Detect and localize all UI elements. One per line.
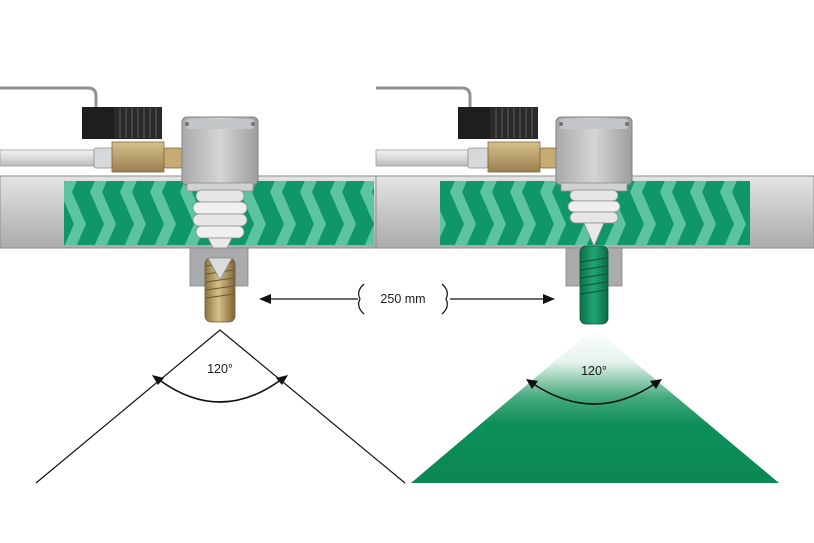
distance-label: 250 mm bbox=[380, 292, 425, 306]
left-fitting bbox=[93, 147, 115, 169]
right-fitting bbox=[467, 147, 489, 169]
left-valve-body bbox=[111, 141, 165, 173]
right-nozzle-stem bbox=[567, 189, 621, 248]
left-spray-cone bbox=[35, 329, 406, 484]
left-angle-label: 120° bbox=[207, 362, 233, 376]
right-cable bbox=[376, 86, 472, 112]
right-valve-body bbox=[487, 141, 541, 173]
left-nozzle-tip bbox=[204, 257, 236, 323]
left-cable bbox=[0, 86, 98, 112]
right-solenoid-coil bbox=[458, 107, 538, 139]
left-assembly: 120° bbox=[0, 86, 406, 484]
left-supply-tube bbox=[0, 149, 101, 167]
right-supply-tube bbox=[375, 149, 473, 167]
left-angle-arc bbox=[157, 378, 283, 403]
right-nozzle-tip bbox=[579, 245, 609, 325]
left-solenoid-coil bbox=[82, 107, 162, 139]
distance-dimension: 250 mm bbox=[259, 283, 555, 315]
right-assembly: 120° bbox=[375, 86, 814, 483]
right-spray-cone bbox=[411, 328, 779, 483]
right-angle-arc bbox=[531, 382, 657, 405]
left-nozzle-stem bbox=[192, 189, 248, 263]
right-angle-label: 120° bbox=[581, 364, 607, 378]
